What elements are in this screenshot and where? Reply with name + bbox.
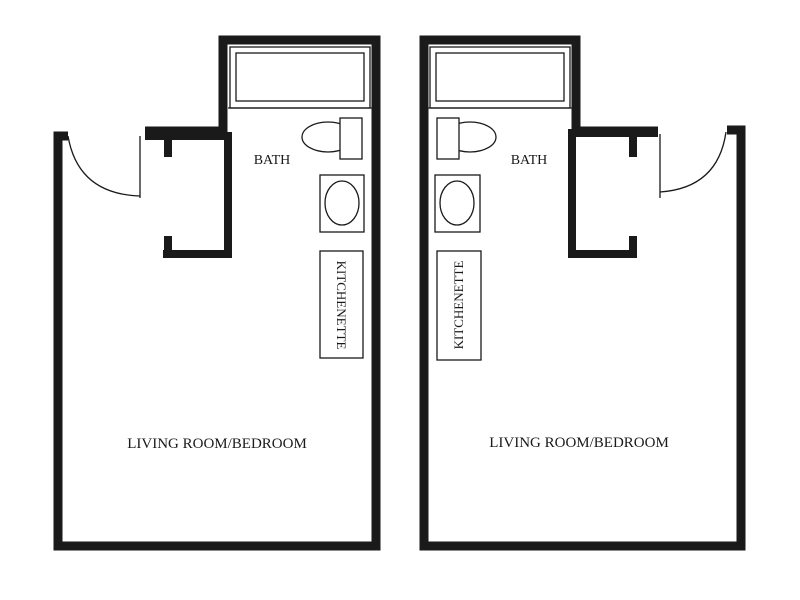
sink-basin — [324, 180, 360, 226]
sink — [434, 174, 481, 233]
toilet-tank — [436, 117, 460, 160]
door-swing — [659, 131, 727, 193]
unit-right: BATH KITCHENETTE LIVING ROOM/BEDROOM — [419, 35, 746, 551]
sink — [319, 174, 365, 233]
bathtub — [229, 46, 371, 109]
partition-wall — [568, 129, 658, 258]
kitchenette-counter — [319, 250, 364, 359]
bathtub-basin — [435, 52, 565, 102]
bathtub-basin — [235, 52, 365, 102]
sink-basin — [439, 180, 475, 226]
exterior-wall — [419, 35, 746, 551]
living-room-bedroom-label: LIVING ROOM/BEDROOM — [489, 435, 669, 451]
toilet-tank — [339, 117, 363, 160]
living-room-bedroom-label: LIVING ROOM/BEDROOM — [127, 436, 307, 452]
exterior-wall — [53, 35, 381, 551]
unit-left: BATH KITCHENETTE LIVING ROOM/BEDROOM — [53, 35, 381, 551]
door-swing — [67, 135, 141, 197]
kitchenette-label: KITCHENETTE — [451, 261, 466, 350]
partition-wall — [145, 132, 232, 258]
kitchenette-counter — [436, 250, 482, 361]
kitchenette-label: KITCHENETTE — [334, 261, 349, 350]
bathtub — [429, 46, 571, 109]
bath-label: BATH — [254, 153, 291, 168]
bath-label: BATH — [511, 153, 548, 168]
